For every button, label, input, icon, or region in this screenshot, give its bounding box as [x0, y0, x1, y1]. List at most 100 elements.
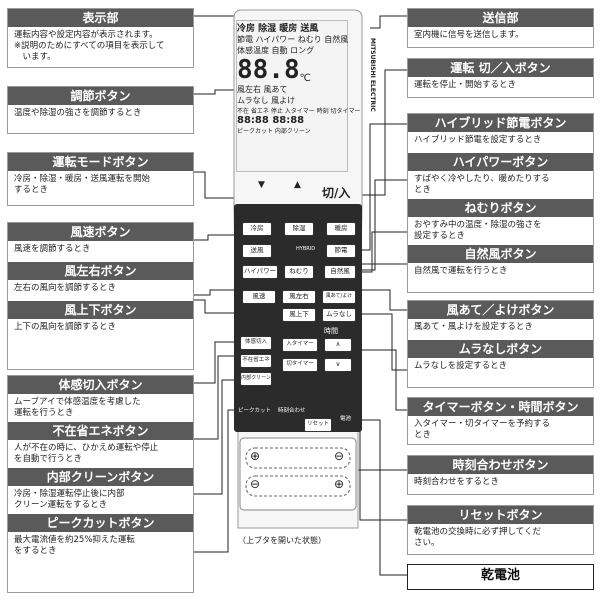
battery-minus-icon: ⊖: [250, 477, 261, 491]
card-body: 時刻合わせをするとき: [414, 477, 500, 487]
away-eco-button[interactable]: 不在省エネ: [240, 354, 272, 368]
lcd-modes: 冷房 除湿 暖房 送風: [237, 24, 319, 34]
card-title: 風あて／よけボタン: [408, 301, 593, 319]
power-button[interactable]: 切/入: [322, 186, 351, 200]
card-body: 左右の風向を調節するとき: [14, 283, 117, 293]
lcd-time: 88:88 88:88: [237, 115, 305, 126]
swing-ud-button[interactable]: 風上下: [282, 308, 316, 322]
peakcut-button[interactable]: ピークカット: [238, 408, 272, 414]
card-title: 運転 切／入ボタン: [408, 59, 593, 77]
battery-small-label: 電池: [340, 416, 352, 422]
card-power: 運転 切／入ボタン 運転を停止・開始するとき: [407, 58, 594, 98]
reset-button[interactable]: リセット: [304, 418, 332, 432]
card-body: 乾電池の交換時に必ず押してくだ さい。: [414, 527, 541, 548]
card-body: 風あて・風よけを設定するとき: [414, 322, 533, 332]
card-body: 最大電流値を約25%抑えた運転 をするとき: [14, 535, 135, 556]
card-airflow-group: 風あて／よけボタン 風あて・風よけを設定するとき ムラなしボタン ムラなしを設定…: [407, 300, 594, 388]
card-title: タイマーボタン・時間ボタン: [408, 398, 593, 416]
temp-down-icon[interactable]: ▼: [258, 180, 265, 190]
lcd-line: ムラなし 風よけ: [237, 96, 296, 105]
card-title: 風速ボタン: [8, 223, 193, 241]
lcd-temperature: 88.8: [237, 55, 300, 85]
card-title: リセットボタン: [408, 506, 593, 524]
lcd-temp-unit: ℃: [299, 73, 311, 84]
cool-button[interactable]: 冷房: [242, 222, 272, 236]
card-body: 自然風で運転を行うとき: [414, 266, 508, 276]
wind-aim-button[interactable]: 風あて/よけ: [322, 290, 356, 304]
card-title: ムラなしボタン: [408, 340, 593, 358]
card-mode: 運転モードボタン 冷房・除湿・暖房・送風運転を開始 するとき: [7, 152, 194, 206]
card-transmitter: 送信部 室内機に信号を送信します。: [407, 8, 594, 48]
sense-button[interactable]: 体感切入: [240, 336, 272, 350]
card-body: 室内機に信号を送信します。: [414, 30, 524, 40]
even-button[interactable]: ムラなし: [322, 308, 356, 322]
card-title: ハイパワーボタン: [408, 153, 593, 171]
off-timer-button[interactable]: 切タイマー: [282, 358, 318, 372]
inner-clean-button[interactable]: 内部クリーン: [240, 372, 272, 386]
card-title: 自然風ボタン: [408, 245, 593, 263]
remote-control: 冷房 除湿 暖房 送風 節電 ハイパワー ねむり 自然風 体感温度 自動 ロング…: [228, 8, 376, 536]
card-body: ムーブアイで体感温度を考慮した 運転を行うとき: [14, 397, 141, 418]
card-title: 乾電池: [408, 565, 593, 587]
clock-set-label: 時刻合わせ: [278, 408, 306, 414]
card-clock: 時刻合わせボタン 時刻合わせをするとき: [407, 455, 594, 495]
card-title: ピークカットボタン: [8, 514, 193, 532]
card-body: ハイブリッド節電を設定するとき: [414, 135, 542, 145]
dry-button[interactable]: 除湿: [284, 222, 314, 236]
card-body: ムラなしを設定するとき: [414, 361, 508, 371]
card-body: 上下の風向を調節するとき: [14, 322, 117, 332]
card-display: 表示部 運転内容や設定内容が表示されます。 ※説明のためにすべての項目を表示して…: [7, 8, 194, 68]
card-title: 内部クリーンボタン: [8, 468, 193, 486]
heat-button[interactable]: 暖房: [326, 222, 356, 236]
card-title: 時刻合わせボタン: [408, 456, 593, 474]
card-body: 冷房・除湿運転停止後に内部 クリーン運転をするとき: [14, 489, 125, 510]
hipower-button[interactable]: ハイパワー: [242, 265, 278, 279]
card-title: ねむりボタン: [408, 199, 593, 217]
card-body: すばやく冷やしたり、暖めたりする とき: [414, 174, 550, 195]
fan-speed-button[interactable]: 風速: [242, 290, 276, 304]
lcd-line: 不在 省エネ 停止 入タイマー 時刻 切タイマー: [237, 108, 361, 115]
hybrid-label: HYBRID: [296, 246, 316, 252]
temp-up-icon[interactable]: ▲: [294, 180, 301, 190]
lcd-line: 節電 ハイパワー ねむり 自然風: [237, 35, 349, 44]
fan-button[interactable]: 送風: [242, 244, 272, 258]
card-title: 体感切入ボタン: [8, 376, 193, 394]
card-title: 送信部: [408, 9, 593, 27]
card-feature-group: ハイブリッド節電ボタン ハイブリッド節電を設定するとき ハイパワーボタン すばや…: [407, 113, 594, 293]
card-body: おやすみ中の温度・除湿の強さを 設定するとき: [414, 220, 542, 241]
card-body: 運転を停止・開始するとき: [414, 80, 517, 90]
on-timer-button[interactable]: 入タイマー: [282, 338, 318, 352]
card-battery: 乾電池: [407, 564, 594, 590]
time-down-button[interactable]: ∨: [324, 358, 352, 372]
brand-logo: MITSUBISHI ELECTRIC: [369, 38, 376, 112]
card-adjust: 調節ボタン 温度や除湿の強さを調節するとき: [7, 86, 194, 134]
time-up-button[interactable]: ∧: [324, 338, 352, 352]
sleep-button[interactable]: ねむり: [284, 265, 314, 279]
time-label: 時間: [324, 327, 338, 335]
lcd-display: 冷房 除湿 暖房 送風 節電 ハイパワー ねむり 自然風 体感温度 自動 ロング…: [236, 20, 361, 172]
card-function-group: 体感切入ボタン ムーブアイで体感温度を考慮した 運転を行うとき 不在省エネボタン…: [7, 375, 194, 593]
battery-minus-icon: ⊖: [334, 449, 345, 463]
card-body: 運転内容や設定内容が表示されます。 ※説明のためにすべての項目を表示して います…: [14, 30, 165, 62]
card-title: 調節ボタン: [8, 87, 193, 105]
card-title: ハイブリッド節電ボタン: [408, 114, 593, 132]
card-body: 入タイマー・切タイマーを予約する とき: [414, 419, 551, 440]
card-wind-group: 風速ボタン 風速を調節するとき 風左右ボタン 左右の風向を調節するとき 風上下ボ…: [7, 222, 194, 370]
natural-wind-button[interactable]: 自然風: [324, 265, 356, 279]
card-title: 不在省エネボタン: [8, 422, 193, 440]
card-title: 表示部: [8, 9, 193, 27]
card-body: 風速を調節するとき: [14, 244, 91, 254]
card-timer: タイマーボタン・時間ボタン 入タイマー・切タイマーを予約する とき: [407, 397, 594, 445]
card-title: 運転モードボタン: [8, 153, 193, 171]
caption: （上ブタを開いた状態）: [238, 536, 326, 545]
card-body: 温度や除湿の強さを調節するとき: [14, 108, 142, 118]
card-body: 人が不在の時に、ひかえめ運転や停止 を自動で行うとき: [14, 443, 159, 464]
swing-lr-button[interactable]: 風左右: [282, 290, 316, 304]
card-title: 風上下ボタン: [8, 301, 193, 319]
card-reset: リセットボタン 乾電池の交換時に必ず押してくだ さい。: [407, 505, 594, 555]
lcd-line: ピークカット 内部クリーン: [237, 128, 311, 135]
card-body: 冷房・除湿・暖房・送風運転を開始 するとき: [14, 174, 151, 195]
save-button[interactable]: 節電: [326, 244, 356, 258]
battery-plus-icon: ⊕: [250, 449, 261, 463]
lcd-line: 体感温度 自動 ロング: [237, 46, 315, 55]
